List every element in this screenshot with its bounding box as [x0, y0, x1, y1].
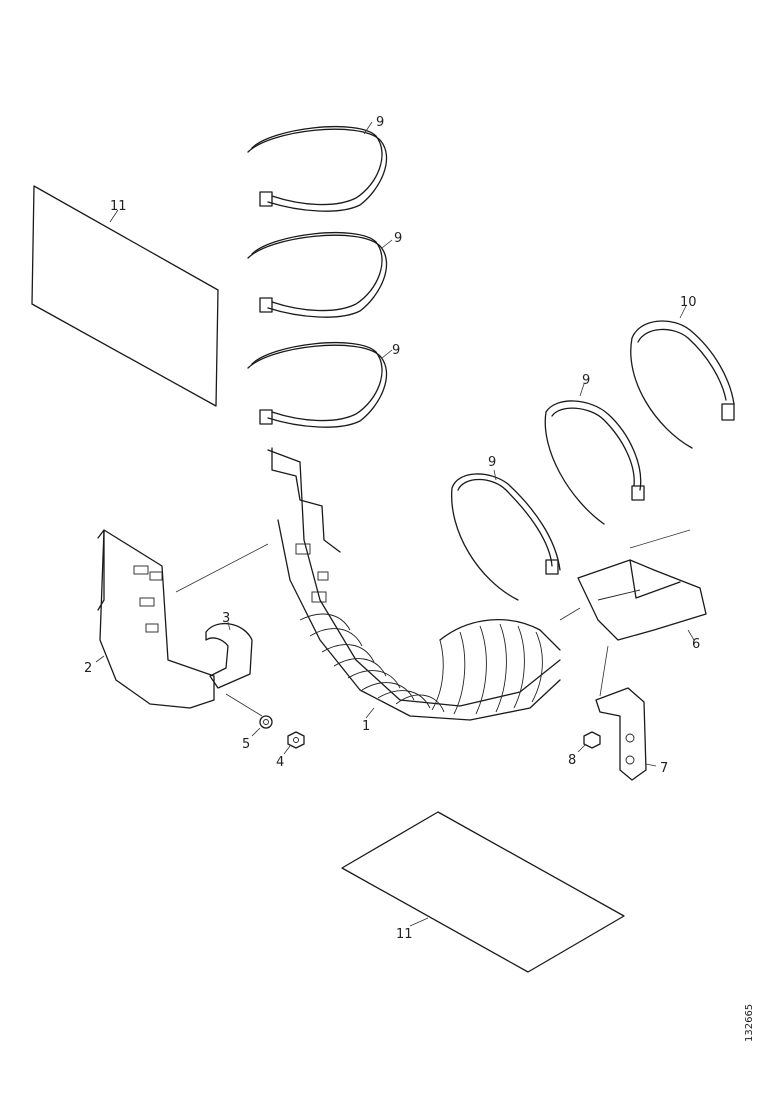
drawing-code: 132665 [744, 1003, 755, 1042]
washer-part-5 [251, 715, 273, 737]
callout-4: 4 [276, 755, 284, 770]
nut-part-8 [577, 731, 601, 753]
duct-corrugations [299, 613, 543, 715]
flex-duct-assembly [267, 447, 561, 721]
callout-8: 8 [568, 753, 576, 768]
bracket-part-7 [595, 645, 657, 781]
clamp-ring-9b [247, 232, 393, 318]
callout-9: 9 [392, 343, 400, 358]
clamp-ring-9d [451, 469, 561, 601]
insulation-sheet-lower [341, 811, 625, 973]
callout-2: 2 [84, 661, 92, 676]
callout-11: 11 [110, 199, 127, 214]
callout-9: 9 [488, 455, 496, 470]
callout-labels: 9 11 9 10 9 9 9 3 6 2 1 5 4 8 7 11 [84, 115, 700, 942]
nut-part-4 [283, 731, 305, 755]
clamp-ring-9e [544, 383, 645, 525]
callout-6: 6 [692, 637, 700, 652]
callout-11: 11 [396, 927, 413, 942]
clamp-ring-9a [247, 121, 388, 212]
duct-elbow-part-2 [95, 529, 269, 709]
callout-10: 10 [680, 295, 697, 310]
support-bracket-part-3 [205, 621, 263, 717]
mounting-bracket-part-6 [559, 529, 707, 641]
duct-upper-bracket [271, 447, 341, 603]
clamp-ring-9c [247, 342, 393, 428]
insulation-sheet-upper [31, 185, 219, 407]
clamp-ring-10 [630, 305, 735, 449]
callout-7: 7 [660, 761, 668, 776]
callout-1: 1 [362, 719, 370, 734]
callout-3: 3 [222, 611, 230, 626]
callout-9: 9 [376, 115, 384, 130]
callout-9: 9 [394, 231, 402, 246]
callout-5: 5 [242, 737, 250, 752]
callout-9: 9 [582, 373, 590, 388]
